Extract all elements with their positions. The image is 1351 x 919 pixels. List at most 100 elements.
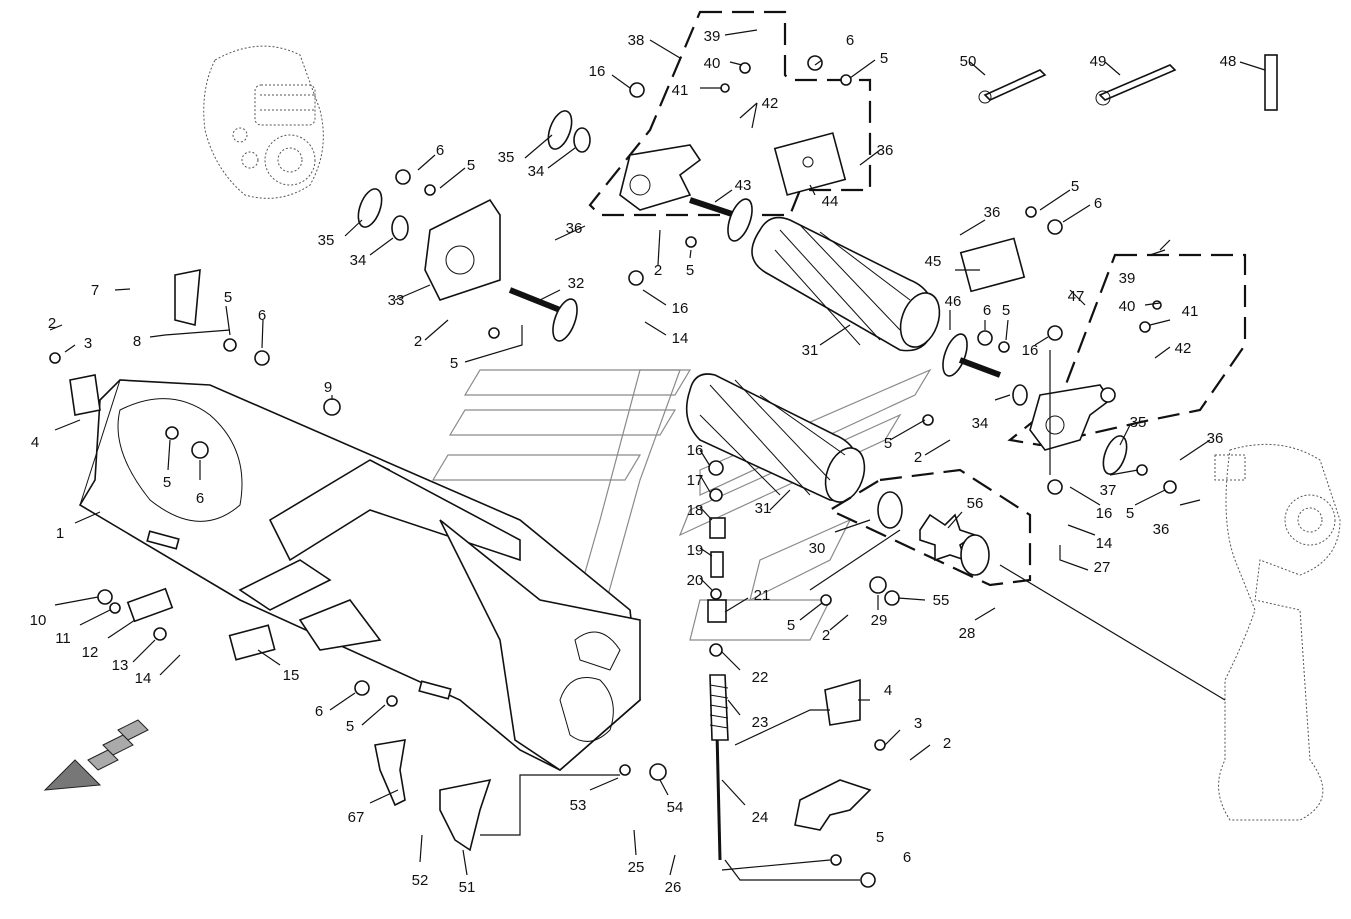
part-label-1: 1 xyxy=(56,525,64,542)
part-label-27: 27 xyxy=(1094,559,1111,576)
part-label-33: 33 xyxy=(388,292,405,309)
part-label-2d: 2 xyxy=(914,449,922,466)
part-label-47: 47 xyxy=(1068,288,1085,305)
part-label-36e: 36 xyxy=(1153,521,1170,538)
part-label-6a: 6 xyxy=(258,307,266,324)
part-label-22: 22 xyxy=(752,669,769,686)
bracket-8 xyxy=(174,269,201,327)
part-label-39a: 39 xyxy=(704,28,721,45)
part-label-6c: 6 xyxy=(315,703,323,720)
part-label-55: 55 xyxy=(933,592,950,609)
part-label-6d: 6 xyxy=(903,849,911,866)
part-label-45: 45 xyxy=(925,253,942,270)
part-label-36a: 36 xyxy=(877,142,894,159)
part-label-39b: 39 xyxy=(1119,270,1136,287)
part-label-2c: 2 xyxy=(822,627,830,644)
shaft-46 xyxy=(942,333,1002,378)
part-label-8: 8 xyxy=(133,333,141,350)
part-label-4a: 4 xyxy=(31,434,39,451)
part-label-17: 17 xyxy=(687,472,704,489)
shaft-32 xyxy=(508,287,578,342)
part-label-7: 7 xyxy=(91,282,99,299)
part-label-18: 18 xyxy=(687,502,704,519)
part-label-5m: 5 xyxy=(1126,505,1134,522)
part-label-12: 12 xyxy=(82,644,99,661)
part-label-44: 44 xyxy=(822,193,839,210)
part-label-15: 15 xyxy=(283,667,300,684)
bracket-4 xyxy=(69,374,101,416)
part-label-35c: 35 xyxy=(1130,414,1147,431)
part-label-16d: 16 xyxy=(1022,342,1039,359)
part-label-5h: 5 xyxy=(467,157,475,174)
bracket-33 xyxy=(424,198,501,301)
part-label-3a: 3 xyxy=(84,335,92,352)
part-label-5j: 5 xyxy=(686,262,694,279)
arm-bracket xyxy=(794,779,872,831)
part-label-25: 25 xyxy=(628,859,645,876)
part-label-46: 46 xyxy=(945,293,962,310)
part-label-2b: 2 xyxy=(943,735,951,752)
direction-arrow xyxy=(43,719,149,791)
part-label-20: 20 xyxy=(687,572,704,589)
part-label-4b: 4 xyxy=(884,682,892,699)
bearing-35a xyxy=(547,110,591,153)
part-label-16e: 16 xyxy=(1096,505,1113,522)
part-label-32: 32 xyxy=(568,275,585,292)
part-label-5a: 5 xyxy=(224,289,232,306)
part-label-51: 51 xyxy=(459,879,476,896)
part-label-5b: 5 xyxy=(163,474,171,491)
rod-24 xyxy=(707,517,729,861)
part-label-16a: 16 xyxy=(687,442,704,459)
gearbox-housing-right xyxy=(1214,443,1341,821)
plate-44 xyxy=(773,132,847,196)
guard-51 xyxy=(439,778,492,852)
bearing-35c xyxy=(1012,384,1128,475)
roller-lower xyxy=(685,373,866,503)
part-label-53: 53 xyxy=(570,797,587,814)
part-label-40b: 40 xyxy=(1119,298,1136,315)
part-label-67: 67 xyxy=(348,809,365,826)
part-label-5l: 5 xyxy=(1002,302,1010,319)
part-label-36c: 36 xyxy=(984,204,1001,221)
part-label-35b: 35 xyxy=(318,232,335,249)
part-label-14a: 14 xyxy=(135,670,152,687)
part-label-30: 30 xyxy=(809,540,826,557)
part-label-9: 9 xyxy=(324,379,332,396)
part-label-56: 56 xyxy=(967,495,984,512)
plate-45 xyxy=(959,237,1026,293)
fasteners xyxy=(49,55,1177,888)
part-label-6b: 6 xyxy=(196,490,204,507)
part-label-35a: 35 xyxy=(498,149,515,166)
part-label-24: 24 xyxy=(752,809,769,826)
part-label-50: 50 xyxy=(960,53,977,70)
part-label-37: 37 xyxy=(1100,482,1117,499)
part-label-29: 29 xyxy=(871,612,888,629)
part-label-6e: 6 xyxy=(846,32,854,49)
part-label-54: 54 xyxy=(667,799,684,816)
part-label-2e: 2 xyxy=(414,333,422,350)
leader-lines xyxy=(49,29,1266,881)
shaft-43 xyxy=(689,197,753,242)
part-label-49: 49 xyxy=(1090,53,1107,70)
part-label-16c: 16 xyxy=(672,300,689,317)
part-label-6f: 6 xyxy=(436,142,444,159)
part-label-5c: 5 xyxy=(346,718,354,735)
part-label-34b: 34 xyxy=(350,252,367,269)
roller-upper xyxy=(751,216,941,352)
group-outline-30 xyxy=(827,468,1032,587)
coupling-30 xyxy=(877,491,990,576)
part-label-23: 23 xyxy=(752,714,769,731)
part-label-14b: 14 xyxy=(672,330,689,347)
part-label-36d: 36 xyxy=(1207,430,1224,447)
part-label-36b: 36 xyxy=(566,220,583,237)
bearing-35b xyxy=(357,188,409,241)
part-label-11: 11 xyxy=(55,630,71,647)
gearbox-housing-top xyxy=(203,45,324,199)
bracket-4b xyxy=(824,678,861,726)
part-label-38: 38 xyxy=(628,32,645,49)
part-label-2a: 2 xyxy=(48,315,56,332)
tool-spanner-49 xyxy=(1095,64,1177,106)
